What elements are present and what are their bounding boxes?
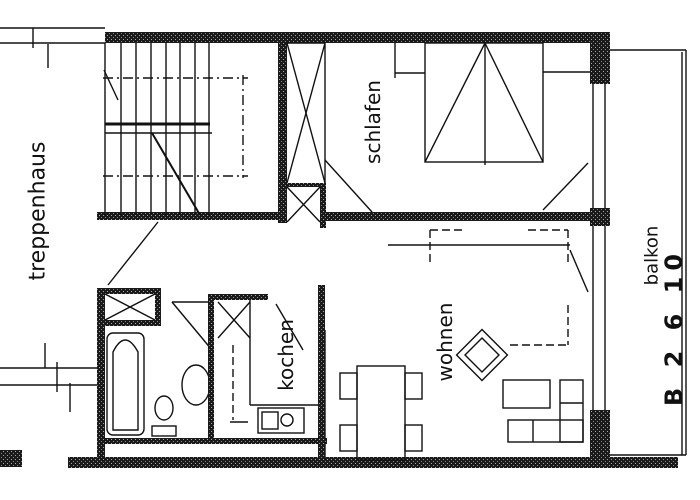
entry-door-swing: [107, 221, 159, 286]
duct-shafts: [278, 42, 326, 228]
bedroom-furniture: [324, 42, 606, 221]
room-label-wohnen: wohnen: [433, 302, 457, 382]
room-label-kochen: kochen: [274, 319, 298, 391]
room-label-schlafen: schlafen: [361, 80, 385, 164]
room-label-treppenhaus: treppenhaus: [25, 141, 51, 281]
kitchen-fixtures: [208, 285, 325, 460]
unit-code: B 2 6 10: [660, 247, 688, 407]
staircase: [97, 43, 280, 220]
outer-walls: [0, 27, 687, 468]
living-room-furniture: [324, 226, 606, 461]
